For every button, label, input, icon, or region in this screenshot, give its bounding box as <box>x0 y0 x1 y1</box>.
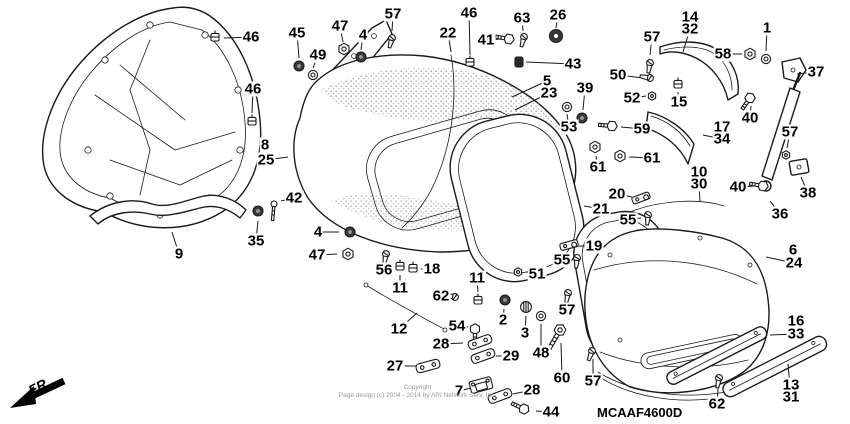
part-callout-28[interactable]: 28 <box>431 335 451 353</box>
part-callout-57[interactable]: 57 <box>583 372 603 390</box>
part-callout-22[interactable]: 22 <box>438 24 458 42</box>
part-callout-61[interactable]: 61 <box>642 149 662 167</box>
diagram-code: MCAAF4600D <box>597 405 683 420</box>
part-callout-24[interactable]: 24 <box>784 254 804 272</box>
part-callout-21[interactable]: 21 <box>591 200 611 218</box>
part-callout-28[interactable]: 28 <box>522 381 542 399</box>
part-callout-33[interactable]: 33 <box>786 325 806 343</box>
part-callout-5[interactable]: 5 <box>541 72 553 90</box>
part-callout-58[interactable]: 58 <box>713 45 733 63</box>
part-callout-2[interactable]: 2 <box>497 311 509 329</box>
part-callout-60[interactable]: 60 <box>552 369 572 387</box>
part-callout-57[interactable]: 57 <box>383 5 403 23</box>
part-callout-57[interactable]: 57 <box>780 123 800 141</box>
part-callout-48[interactable]: 48 <box>531 344 551 362</box>
leader-line <box>511 80 548 98</box>
part-callout-31[interactable]: 31 <box>781 388 801 406</box>
part-callout-41[interactable]: 41 <box>476 31 496 49</box>
side-molding-strips-drawing <box>666 326 828 398</box>
part-callout-18[interactable]: 18 <box>422 260 442 278</box>
part-callout-62[interactable]: 62 <box>431 287 451 305</box>
part-callout-46[interactable]: 46 <box>243 80 263 98</box>
part-callout-17[interactable]: 17 <box>712 118 732 136</box>
part-callout-30[interactable]: 30 <box>689 175 709 193</box>
part-callout-57[interactable]: 57 <box>642 28 662 46</box>
part-callout-51[interactable]: 51 <box>527 265 547 283</box>
fr-direction-arrow <box>10 377 66 408</box>
saddlebag-inner-shell-drawing <box>41 6 262 229</box>
part-callout-39[interactable]: 39 <box>575 79 595 97</box>
part-callout-32[interactable]: 32 <box>680 20 700 38</box>
part-callout-1[interactable]: 1 <box>761 19 773 37</box>
part-callout-62[interactable]: 62 <box>707 395 727 413</box>
part-callout-52[interactable]: 52 <box>622 89 642 107</box>
part-callout-36[interactable]: 36 <box>770 205 790 223</box>
part-callout-15[interactable]: 15 <box>669 93 689 111</box>
part-callout-46[interactable]: 46 <box>459 4 479 22</box>
part-callout-40[interactable]: 40 <box>740 109 760 127</box>
saddlebag-body-drawing <box>293 19 577 333</box>
part-callout-9[interactable]: 9 <box>173 245 185 263</box>
copyright-line1: Copyright <box>403 384 432 391</box>
part-callout-43[interactable]: 43 <box>563 55 583 73</box>
part-callout-35[interactable]: 35 <box>246 232 266 250</box>
part-callout-14[interactable]: 14 <box>680 8 700 26</box>
part-callout-38[interactable]: 38 <box>798 184 818 202</box>
part-callout-50[interactable]: 50 <box>608 66 628 84</box>
part-callout-49[interactable]: 49 <box>308 46 328 64</box>
part-callout-27[interactable]: 27 <box>385 357 405 375</box>
part-callout-26[interactable]: 26 <box>548 6 568 24</box>
part-callout-57[interactable]: 57 <box>557 301 577 319</box>
part-callout-37[interactable]: 37 <box>806 63 826 81</box>
part-callout-55[interactable]: 55 <box>618 211 638 229</box>
part-callout-47[interactable]: 47 <box>330 17 350 35</box>
part-callout-7[interactable]: 7 <box>453 382 465 400</box>
part-callout-8[interactable]: 8 <box>259 136 271 154</box>
part-callout-46[interactable]: 46 <box>241 28 261 46</box>
part-callout-44[interactable]: 44 <box>541 403 561 421</box>
part-callout-16[interactable]: 16 <box>786 312 806 330</box>
part-callout-12[interactable]: 12 <box>389 320 409 338</box>
part-callout-59[interactable]: 59 <box>632 120 652 138</box>
part-callout-34[interactable]: 34 <box>712 130 732 148</box>
part-callout-23[interactable]: 23 <box>539 84 559 102</box>
part-callout-55[interactable]: 55 <box>552 251 572 269</box>
part-callout-45[interactable]: 45 <box>287 24 307 42</box>
part-callout-54[interactable]: 54 <box>447 317 467 335</box>
part-callout-3[interactable]: 3 <box>519 324 531 342</box>
part-callout-4[interactable]: 4 <box>312 223 324 241</box>
part-callout-40[interactable]: 40 <box>728 178 748 196</box>
part-callout-47[interactable]: 47 <box>307 246 327 264</box>
part-callout-25[interactable]: 25 <box>256 151 276 169</box>
part-callout-13[interactable]: 13 <box>781 376 801 394</box>
part-callout-53[interactable]: 53 <box>559 118 579 136</box>
part-callout-4[interactable]: 4 <box>357 26 369 44</box>
copyright-text: Copyright Page design (c) 2004 - 2014 by… <box>330 384 505 400</box>
part-callout-20[interactable]: 20 <box>607 185 627 203</box>
part-callout-61[interactable]: 61 <box>588 158 608 176</box>
gasket-drawing <box>89 194 247 225</box>
part-callout-63[interactable]: 63 <box>512 9 532 27</box>
part-callout-10[interactable]: 10 <box>689 163 709 181</box>
part-callout-56[interactable]: 56 <box>374 261 394 279</box>
part-callout-19[interactable]: 19 <box>584 237 604 255</box>
part-callout-11[interactable]: 11 <box>468 269 486 287</box>
part-callout-6[interactable]: 6 <box>787 241 799 259</box>
part-callout-42[interactable]: 42 <box>284 189 304 207</box>
part-callout-11[interactable]: 11 <box>391 279 409 297</box>
part-callout-29[interactable]: 29 <box>501 347 521 365</box>
copyright-line2: Page design (c) 2004 - 2014 by ARI Netwo… <box>338 392 497 400</box>
